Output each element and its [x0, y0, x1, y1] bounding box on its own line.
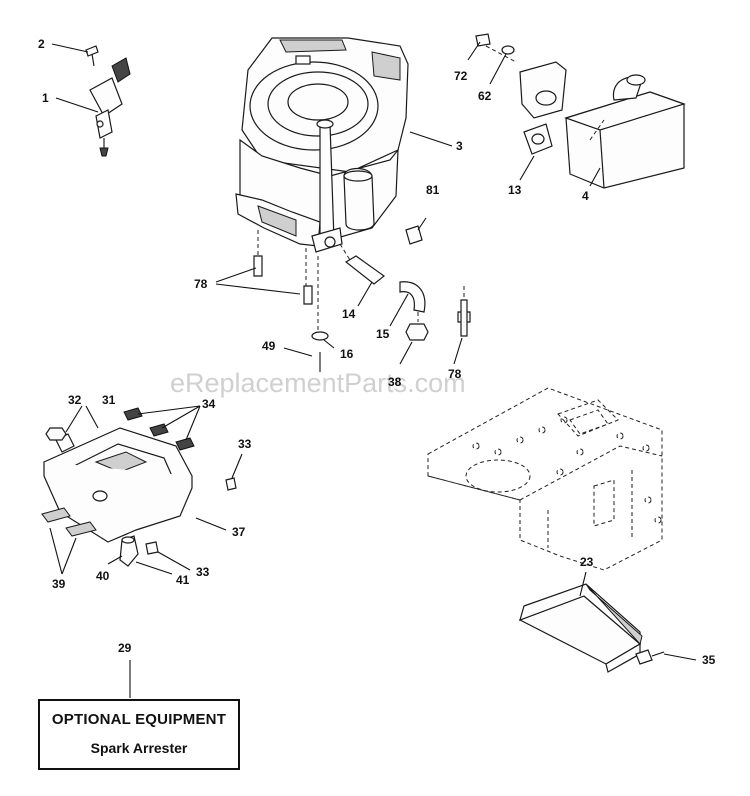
- callout-78-left: 78: [194, 277, 208, 291]
- callout-34: 34: [202, 397, 216, 411]
- callout-81: 81: [426, 183, 440, 197]
- elbow-part-15: [399, 281, 426, 313]
- frame-chassis-part: [427, 387, 663, 571]
- washer-part-16: [311, 331, 329, 372]
- callout-1: 1: [42, 91, 49, 105]
- nut-part-38: [405, 312, 429, 341]
- callout-23: 23: [580, 555, 594, 569]
- optional-equipment-box: OPTIONAL EQUIPMENT Spark Arrester: [38, 699, 240, 770]
- callout-33-bottom: 33: [196, 565, 210, 579]
- callout-15: 15: [376, 327, 390, 341]
- callout-2: 2: [38, 37, 45, 51]
- heat-shield-part-23: [518, 583, 643, 673]
- callout-35: 35: [702, 653, 716, 667]
- callout-33-top: 33: [238, 437, 252, 451]
- callout-62: 62: [478, 89, 492, 103]
- washer-part-62: [501, 45, 515, 55]
- callout-37: 37: [232, 525, 246, 539]
- watermark: eReplacementParts.com: [170, 368, 466, 398]
- callout-4: 4: [582, 189, 589, 203]
- engine-part: [235, 37, 409, 330]
- callout-38: 38: [388, 375, 402, 389]
- callout-13: 13: [508, 183, 522, 197]
- screw-part-35: [635, 649, 665, 665]
- rubber-pad-part-34: [123, 407, 195, 451]
- callout-49: 49: [262, 339, 276, 353]
- spark-arrester-label: Spark Arrester: [90, 740, 188, 756]
- gasket-part-13: [523, 123, 553, 155]
- muffler-part-4: [519, 61, 686, 189]
- callout-78-right: 78: [448, 367, 462, 381]
- drain-valve-part-40: [119, 535, 139, 567]
- callout-31: 31: [102, 393, 116, 407]
- callout-32: 32: [68, 393, 82, 407]
- plug-part-81: [405, 225, 423, 245]
- bolt-part-78-right: [457, 286, 471, 337]
- callout-29: 29: [118, 641, 132, 655]
- hose-part-37: [153, 487, 229, 549]
- callout-40: 40: [96, 569, 110, 583]
- callout-labels: 2 1 3 72 62 13 4 81 78 14 15 49 16 38 78…: [38, 37, 716, 667]
- bolt-part-78-left: [253, 255, 313, 305]
- optional-equipment-title: OPTIONAL EQUIPMENT: [51, 711, 227, 728]
- rubber-pad-part-39: [41, 507, 97, 537]
- callout-16: 16: [340, 347, 354, 361]
- oil-drain-extension-part-14: [339, 243, 385, 285]
- leader-lines: [49, 41, 697, 698]
- callout-39: 39: [52, 577, 66, 591]
- callout-14: 14: [342, 307, 356, 321]
- engine-base-part-31: [43, 427, 193, 543]
- callout-3: 3: [456, 139, 463, 153]
- callout-41: 41: [176, 573, 190, 587]
- screw-part-2: [85, 45, 99, 67]
- throttle-control-part: [89, 57, 131, 157]
- plug-part-32: [45, 427, 67, 441]
- callout-72: 72: [454, 69, 468, 83]
